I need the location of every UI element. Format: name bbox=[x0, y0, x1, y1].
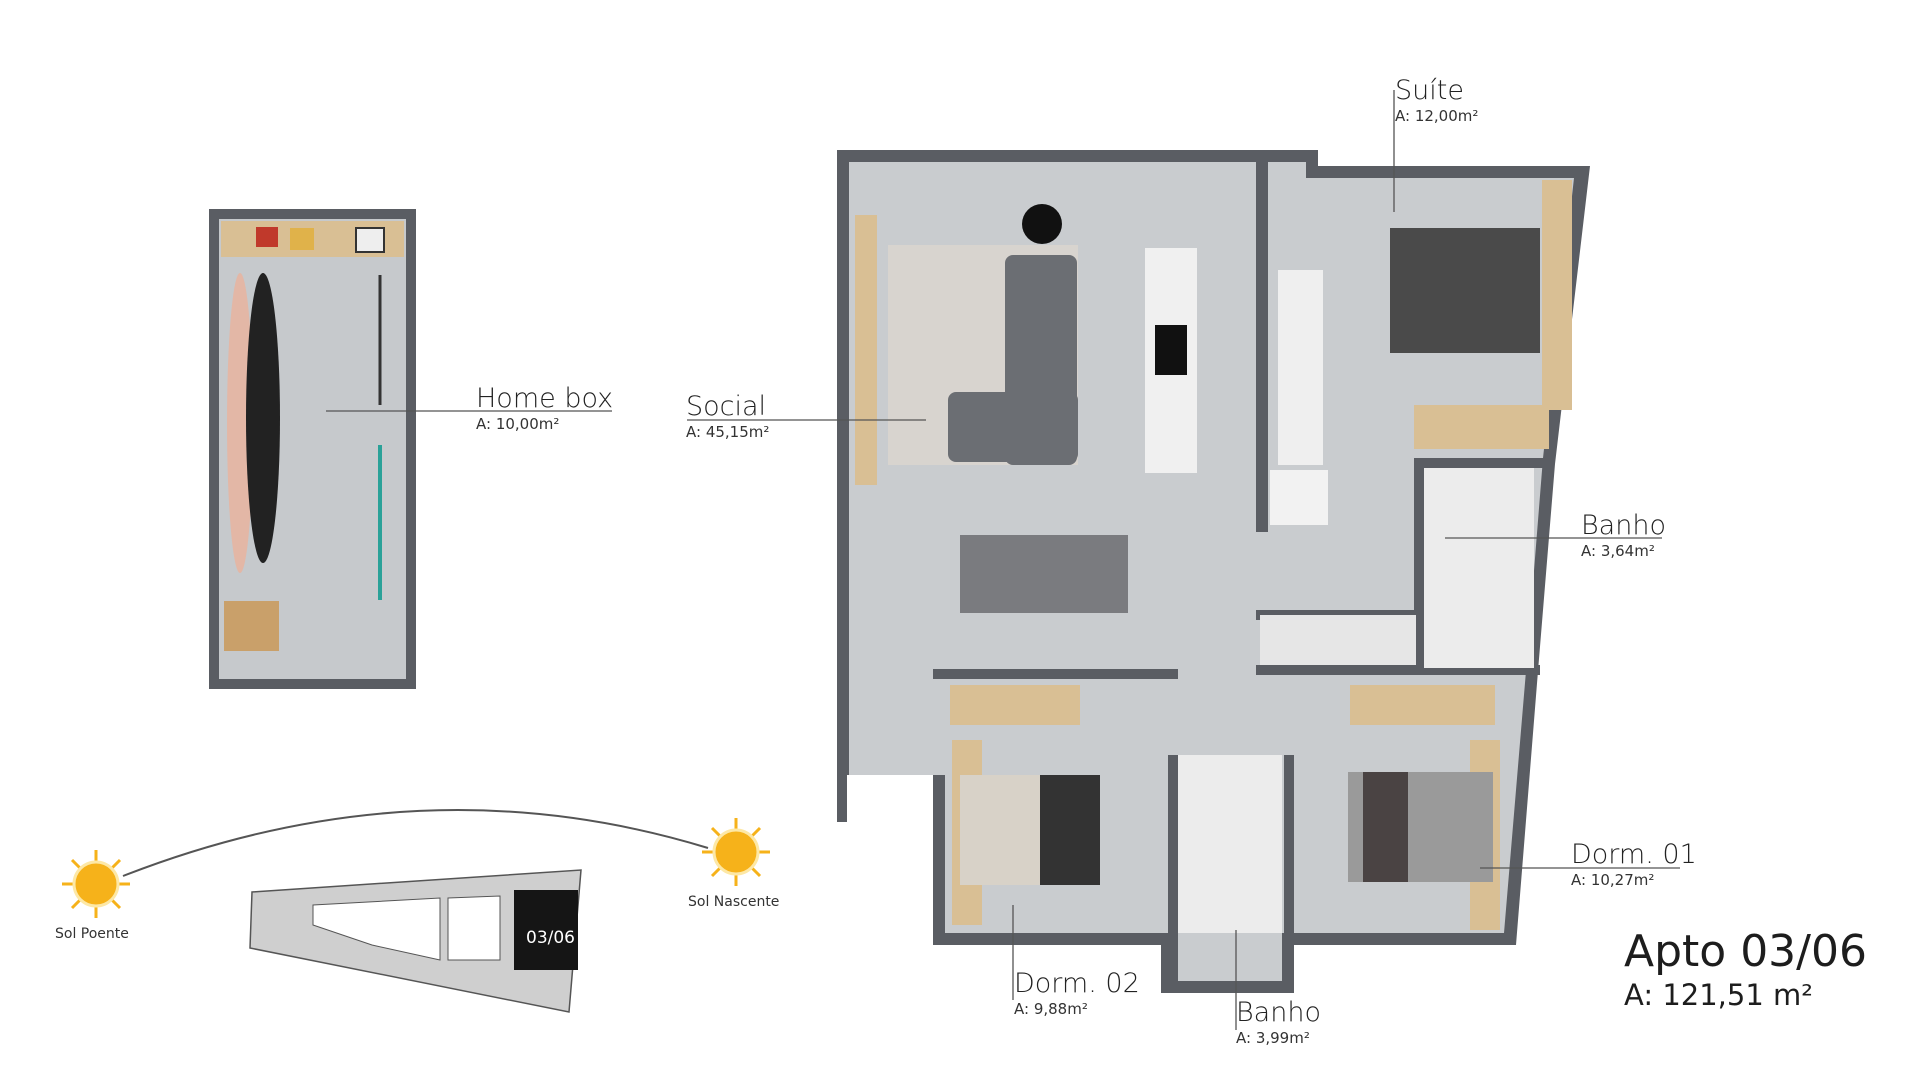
home-box-plan bbox=[209, 209, 416, 689]
leader-lines bbox=[326, 90, 1680, 1030]
room-label-social: Social A: 45,15m² bbox=[686, 393, 769, 441]
room-name: Suíte bbox=[1395, 75, 1464, 106]
room-label-dorm01: Dorm. 01 A: 10,27m² bbox=[1571, 841, 1697, 889]
sun-nascente-icon bbox=[702, 818, 770, 886]
room-area: A: 45,15m² bbox=[686, 423, 770, 441]
room-label-home-box: Home box A: 10,00m² bbox=[476, 385, 613, 433]
room-area: A: 10,00m² bbox=[476, 415, 560, 433]
room-name: Home box bbox=[476, 383, 614, 414]
apartment-area: A: 121,51 m² bbox=[1624, 978, 1813, 1012]
sun-poente-icon bbox=[62, 850, 130, 918]
room-area: A: 3,99m² bbox=[1236, 1029, 1310, 1047]
room-label-banho-suite: Banho A: 3,64m² bbox=[1581, 512, 1666, 560]
room-label-dorm02: Dorm. 02 A: 9,88m² bbox=[1014, 970, 1140, 1018]
room-name: Dorm. 02 bbox=[1014, 968, 1140, 999]
apartment-plan bbox=[837, 150, 1590, 993]
room-area: A: 12,00m² bbox=[1395, 107, 1479, 125]
room-area: A: 3,64m² bbox=[1581, 542, 1655, 560]
room-label-suite: Suíte A: 12,00m² bbox=[1395, 77, 1478, 125]
sol-nascente-label: Sol Nascente bbox=[688, 894, 780, 910]
orientation-diagram bbox=[62, 809, 770, 1013]
room-area: A: 9,88m² bbox=[1014, 1000, 1088, 1018]
keyplan-unit-tag: 03/06 bbox=[526, 928, 575, 948]
sol-poente-label: Sol Poente bbox=[55, 926, 129, 942]
apartment-title-block: Apto 03/06 A: 121,51 m² bbox=[1624, 926, 1867, 1013]
unit-highlight bbox=[514, 890, 578, 970]
room-name: Social bbox=[686, 391, 767, 422]
room-area: A: 10,27m² bbox=[1571, 871, 1655, 889]
room-label-banho-social: Banho A: 3,99m² bbox=[1236, 999, 1321, 1047]
room-name: Dorm. 01 bbox=[1571, 839, 1697, 870]
room-name: Banho bbox=[1581, 510, 1666, 541]
room-name: Banho bbox=[1236, 997, 1321, 1028]
apartment-title: Apto 03/06 bbox=[1624, 926, 1867, 977]
